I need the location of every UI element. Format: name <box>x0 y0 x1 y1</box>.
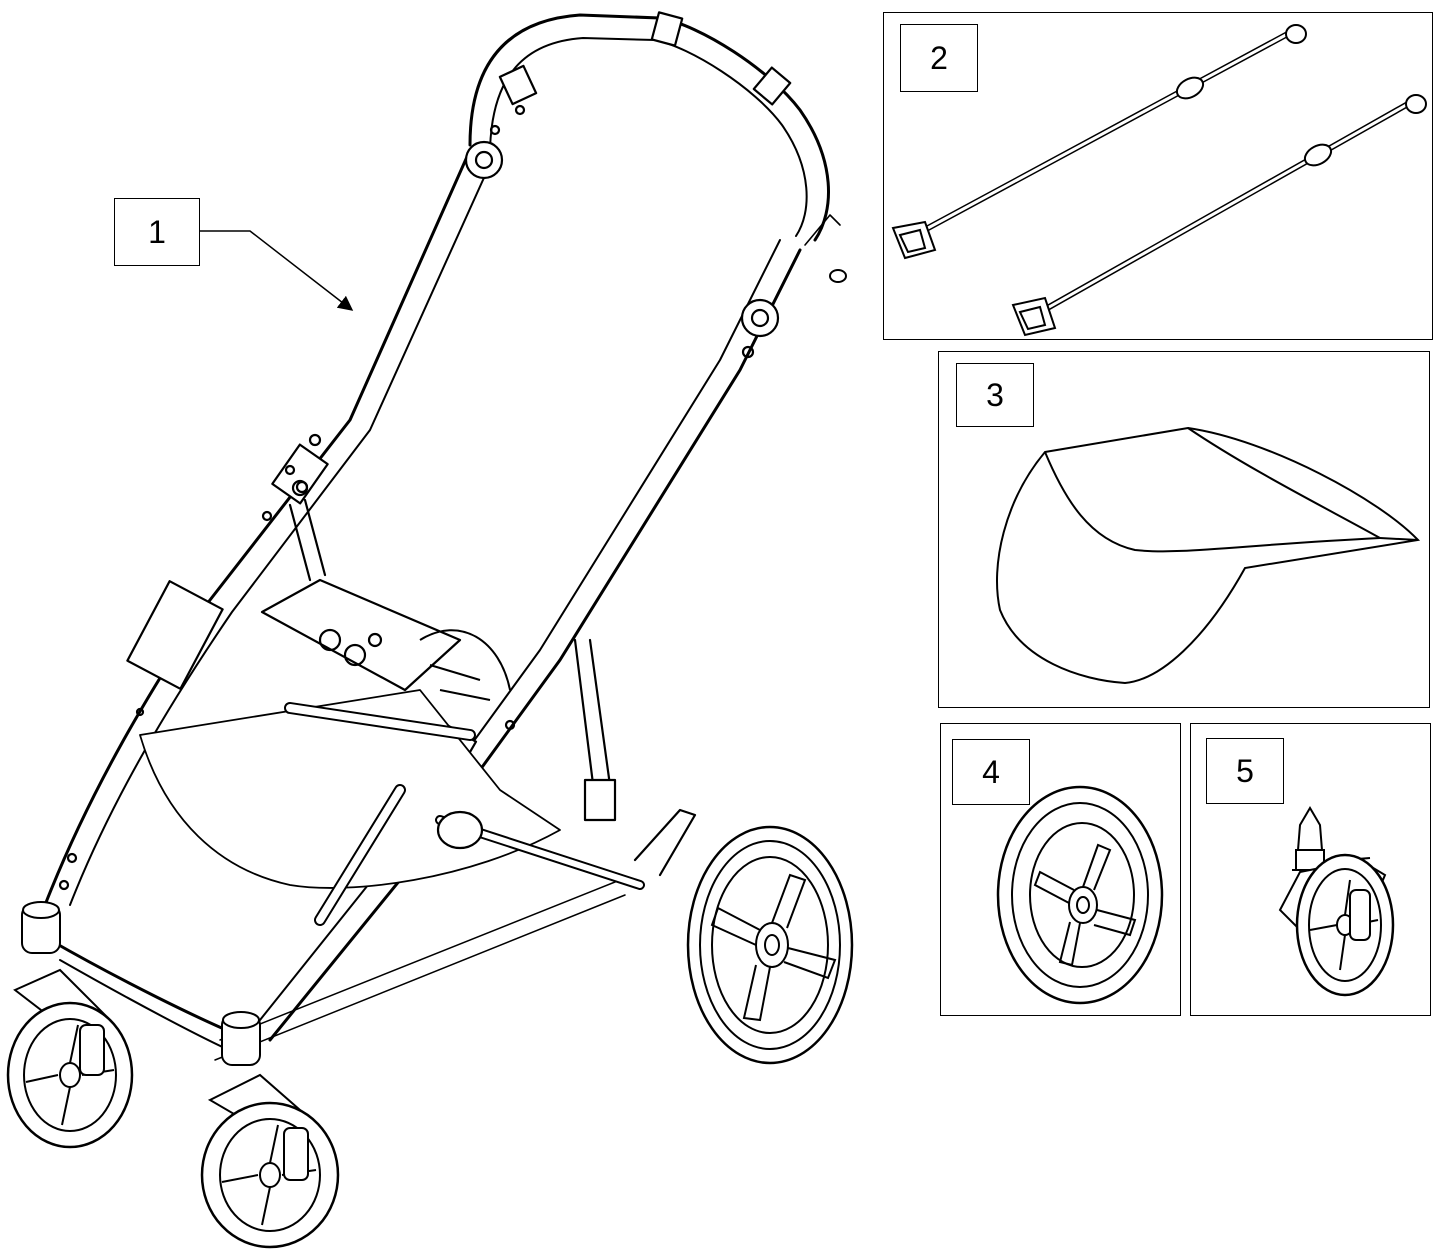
panel-front-wheel <box>1190 723 1431 1016</box>
callout-label-1: 1 <box>114 198 200 266</box>
stroller-frame <box>43 11 847 1061</box>
rear-wheel <box>996 785 1164 1005</box>
frame-front-wheel-right <box>200 1011 340 1249</box>
frame-front-wheel-left <box>6 901 134 1149</box>
callout-label-5: 5 <box>1206 738 1284 804</box>
frame-rear-wheel <box>686 825 854 1065</box>
callout-label-3: 3 <box>956 363 1034 427</box>
panel-rear-wheel <box>940 723 1181 1016</box>
basket <box>996 426 1421 685</box>
callout-label-4: 4 <box>952 739 1030 805</box>
frame-rear-wheel-back <box>419 629 511 701</box>
leader-line <box>200 230 354 311</box>
front-wheel <box>1278 806 1395 997</box>
panel-rods <box>883 12 1433 340</box>
callout-label-2: 2 <box>900 24 978 92</box>
rods <box>891 24 1427 337</box>
panel-basket <box>938 351 1430 708</box>
